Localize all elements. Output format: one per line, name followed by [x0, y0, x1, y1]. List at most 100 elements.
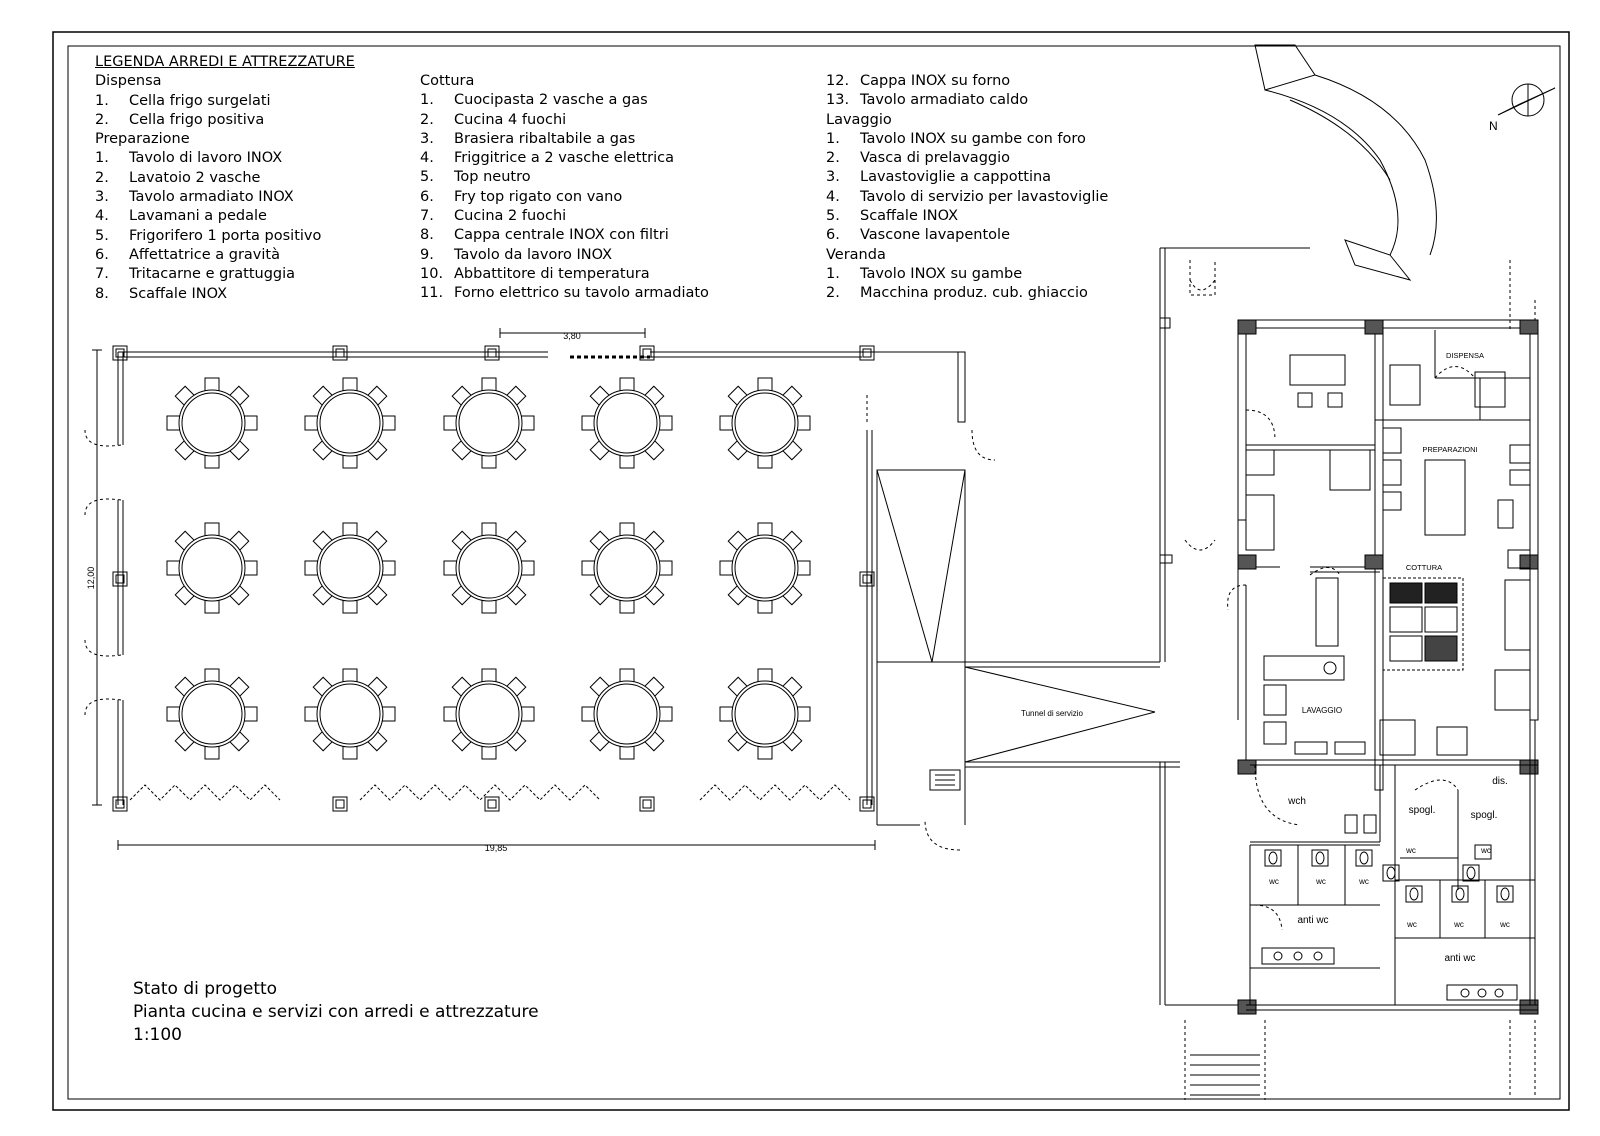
legend-item-number: 2. [420, 111, 434, 128]
legend-item-number: 6. [826, 227, 840, 244]
round-table-with-chairs [581, 377, 673, 469]
legend-item-number: 1. [826, 265, 840, 282]
legend-item-number: 5. [95, 227, 109, 244]
legend-item-number: 1. [826, 130, 840, 147]
legend-item-text: Fry top rigato con vano [454, 188, 623, 205]
legend-heading: Dispensa [95, 73, 162, 90]
table-inner [734, 392, 796, 454]
legend-item: 12.Cappa INOX su forno [826, 72, 1108, 91]
table-inner [458, 392, 520, 454]
table-top [731, 534, 799, 602]
room-label-anti-wc-1: anti wc [1297, 915, 1328, 926]
legend-item: 2.Lavatoio 2 vasche [95, 169, 355, 188]
legend-item: 6. Vascone lavapentole [826, 226, 1108, 245]
room-label-dispensa: DISPENSA [1446, 351, 1484, 360]
legend-item: 5.Frigorifero 1 porta positivo [95, 227, 355, 246]
legend-item: 4. Lavamani a pedale [95, 207, 355, 226]
legend-item-text: Cucina 2 fuochi [454, 208, 567, 225]
table-top [455, 534, 523, 602]
legend-item-text: Tavolo INOX su gambe [860, 265, 1023, 282]
legend-item-text: Affettatrice a gravità [129, 246, 280, 263]
legend-item: 2.Vasca di prelavaggio [826, 149, 1108, 168]
room-label-spogl-1: spogl. [1409, 805, 1436, 816]
veranda [1159, 247, 1536, 1100]
caption-line-1: Stato di progetto [133, 979, 278, 999]
legend-item: Lavaggio [826, 111, 1108, 130]
table-inner [734, 683, 796, 745]
caption-line-3: 1:100 [133, 1025, 182, 1045]
legend-item-text: Cappa centrale INOX con filtri [454, 227, 669, 244]
room-label-wc-6: wc [1406, 920, 1417, 929]
legend-item: 3.Tavolo armadiato INOX [95, 188, 355, 207]
table-top [593, 389, 661, 457]
legend-item-number: 6. [95, 246, 109, 263]
legend-item-number: 3. [826, 169, 840, 186]
legend-item-text: Top neutro [454, 169, 531, 186]
round-table-with-chairs [304, 377, 396, 469]
room-label-wc-2: wc [1315, 877, 1326, 886]
legend-item-number: 4. [95, 208, 109, 225]
legend-item-number: 6. [420, 188, 434, 205]
legend-item-number: 10. [420, 265, 444, 282]
legend-item-number: 2. [826, 150, 840, 167]
curved-entrance [1254, 44, 1437, 281]
legend-heading: Lavaggio [826, 111, 892, 128]
legend-item: 4.Tavolo di servizio per lavastoviglie [826, 188, 1108, 207]
table-inner [181, 392, 243, 454]
legend-item-text: Cappa INOX su forno [860, 73, 1011, 89]
dining-tables [166, 377, 811, 760]
drawing-caption: Stato di progetto Pianta cucina e serviz… [133, 978, 539, 1047]
legend-item: 8. Cappa centrale INOX con filtri [420, 226, 709, 245]
legend-item: 3.Brasiera ribaltabile a gas [420, 130, 709, 149]
table-top [316, 534, 384, 602]
legend-item-number: 1. [95, 150, 109, 167]
room-label-wch: wch [1287, 796, 1306, 807]
legend-item-number: 4. [420, 150, 434, 167]
table-top [178, 534, 246, 602]
round-table-with-chairs [719, 668, 811, 760]
legend-item-text: Lavamani a pedale [129, 208, 267, 225]
table-inner [734, 537, 796, 599]
legend-item-number: 8. [420, 227, 434, 244]
service-corridor [876, 429, 1180, 851]
legend-item-number: 5. [826, 208, 840, 225]
legend-item: 4.Friggitrice a 2 vasche elettrica [420, 149, 709, 168]
legend-item-text: Vascone lavapentole [860, 227, 1010, 244]
legend-item-number: 9. [420, 246, 434, 263]
dimension-height-left: 12,00 [86, 567, 96, 590]
legend-item-text: Tavolo da lavoro INOX [454, 246, 613, 263]
legend-item: 3.Lavastoviglie a cappottina [826, 168, 1108, 187]
room-label-cottura: COTTURA [1406, 563, 1442, 572]
table-inner [596, 537, 658, 599]
legend-item-text: Abbattitore di temperatura [454, 265, 650, 282]
round-table-with-chairs [166, 377, 258, 469]
legend-item-number: 7. [95, 266, 109, 283]
north-arrow [1497, 83, 1556, 117]
legend-item: 6. Affettatrice a gravità [95, 246, 355, 265]
legend-item: 2.Macchina produz. cub. ghiaccio [826, 284, 1108, 303]
legend-item: 1.Cella frigo surgelati [95, 92, 355, 111]
legend-item: 6. Fry top rigato con vano [420, 188, 709, 207]
legend-item: 2. Cella frigo positiva [95, 111, 355, 130]
legend-item: 7. Tritacarne e grattuggia [95, 265, 355, 284]
table-top [455, 389, 523, 457]
legend-item: 9. Tavolo da lavoro INOX [420, 246, 709, 265]
legend-item: 1.Tavolo di lavoro INOX [95, 149, 355, 168]
legend-item-number: 1. [95, 92, 109, 109]
table-top [316, 680, 384, 748]
room-label-wc-1: wc [1268, 877, 1279, 886]
legend-item-number: 3. [420, 130, 434, 147]
legend-item-number: 2. [95, 111, 109, 128]
legend-item-number: 7. [420, 208, 434, 225]
legend-item-text: Tavolo armadiato caldo [860, 92, 1029, 109]
legend-item-text: Tritacarne e grattuggia [129, 266, 296, 283]
legend-item-text: Cella frigo positiva [129, 111, 265, 128]
legend-item: 1. Tavolo INOX su gambe [826, 265, 1108, 284]
